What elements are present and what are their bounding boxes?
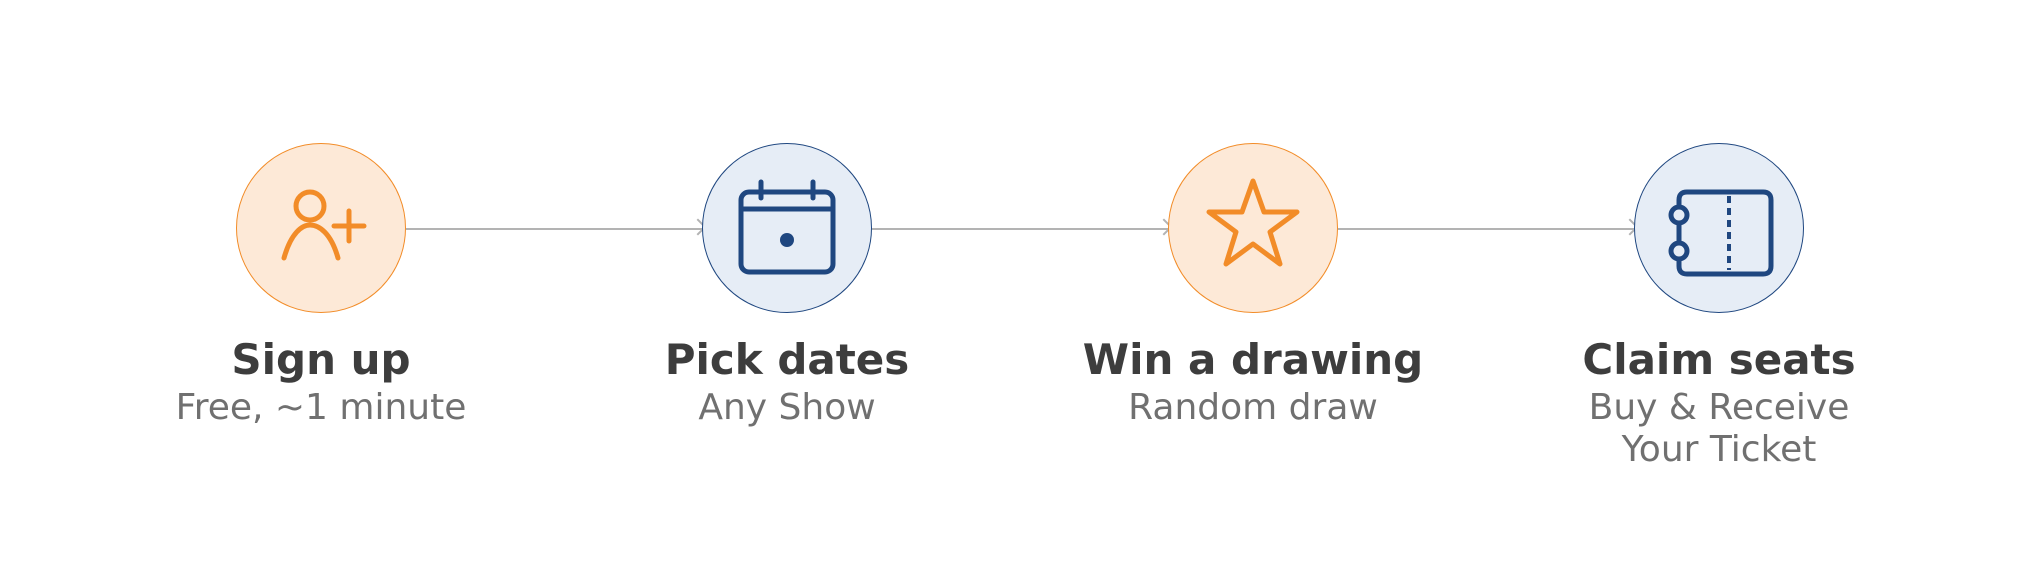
connector-arrow-2: [872, 218, 1173, 236]
ticket-icon: [1668, 189, 1774, 277]
step-claim-seats: Claim seats Buy & Receive Your Ticket: [1539, 143, 1899, 471]
step-sign-up: Sign up Free, ~1 minute: [141, 143, 501, 429]
calendar-icon: [738, 179, 836, 275]
step-subtitle: Free, ~1 minute: [175, 387, 467, 428]
step-icon-circle: [236, 143, 406, 313]
step-icon-circle: [702, 143, 872, 313]
step-subtitle: Buy & Receive Your Ticket: [1588, 387, 1850, 470]
step-title: Win a drawing: [1082, 335, 1424, 384]
step-title: Pick dates: [664, 335, 910, 384]
step-subtitle: Any Show: [698, 387, 876, 428]
step-title: Sign up: [231, 335, 411, 384]
step-pick-dates: Pick dates Any Show: [607, 143, 967, 429]
step-title: Claim seats: [1582, 335, 1856, 384]
step-win-a-drawing: Win a drawing Random draw: [1073, 143, 1433, 429]
connector-arrow-1: [406, 218, 707, 236]
step-icon-circle: [1634, 143, 1804, 313]
connector-arrow-3: [1338, 218, 1639, 236]
star-icon: [1206, 178, 1300, 267]
step-subtitle: Random draw: [1128, 387, 1378, 428]
user-plus-icon: [281, 189, 367, 261]
step-icon-circle: [1168, 143, 1338, 313]
